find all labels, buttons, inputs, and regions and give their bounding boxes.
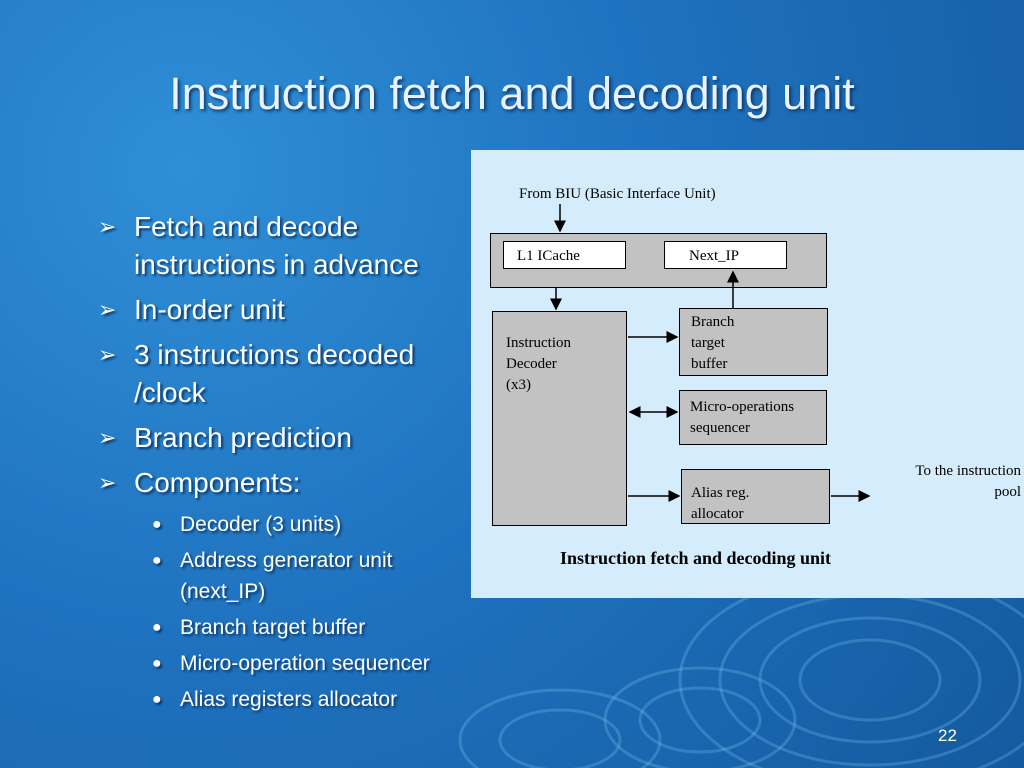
bullet-list: ➢Fetch and decode instructions in advanc… [98,208,473,720]
decoder-label: Instruction Decoder (x3) [506,335,571,393]
bullet-item: ➢In-order unit [98,291,473,329]
diagram-caption: Instruction fetch and decoding unit [560,548,832,568]
arrow-bullet-icon: ➢ [98,470,117,495]
arrow-bullet-icon: ➢ [98,425,117,450]
alias-label: Alias reg. allocator [691,485,750,522]
sub-bullet-item: ●Decoder (3 units) [152,509,473,540]
branch-target-buffer-box: Branch target buffer [679,308,828,376]
sub-bullet-item: ●Branch target buffer [152,612,473,643]
dot-bullet-icon: ● [152,655,162,672]
btb-label: Branch target buffer [691,314,735,372]
input-label: From BIU (Basic Interface Unit) [519,186,716,202]
bullet-item: ➢3 instructions decoded /clock [98,336,473,412]
alias-reg-allocator-box: Alias reg. allocator [681,469,830,524]
micro-operations-sequencer-box: Micro-operations sequencer [679,390,827,445]
sub-bullet-item: ●Address generator unit (next_IP) [152,545,473,607]
sub-bullet-item: ●Alias registers allocator [152,684,473,715]
page-number: 22 [938,726,957,745]
instruction-decoder-box: Instruction Decoder (x3) [492,311,627,526]
l1-icache-box: L1 ICache [503,241,626,269]
bullet-item: ➢Components: [98,464,473,502]
dot-bullet-icon: ● [152,691,162,708]
bullet-item: ➢Branch prediction [98,419,473,457]
output-label: To the instruction pool [915,463,1021,500]
slide-title: Instruction fetch and decoding unit [169,68,855,119]
arrow-bullet-icon: ➢ [98,297,117,322]
sub-bullet-item: ●Micro-operation sequencer [152,648,473,679]
bullet-item: ➢Fetch and decode instructions in advanc… [98,208,473,284]
dot-bullet-icon: ● [152,619,162,636]
next-ip-box: Next_IP [664,241,787,269]
arrow-bullet-icon: ➢ [98,214,117,239]
dot-bullet-icon: ● [152,552,162,569]
next-ip-label: Next_IP [689,248,739,264]
arrow-bullet-icon: ➢ [98,342,117,367]
dot-bullet-icon: ● [152,516,162,533]
l1-icache-label: L1 ICache [517,248,580,264]
sequencer-label: Micro-operations sequencer [690,399,795,436]
